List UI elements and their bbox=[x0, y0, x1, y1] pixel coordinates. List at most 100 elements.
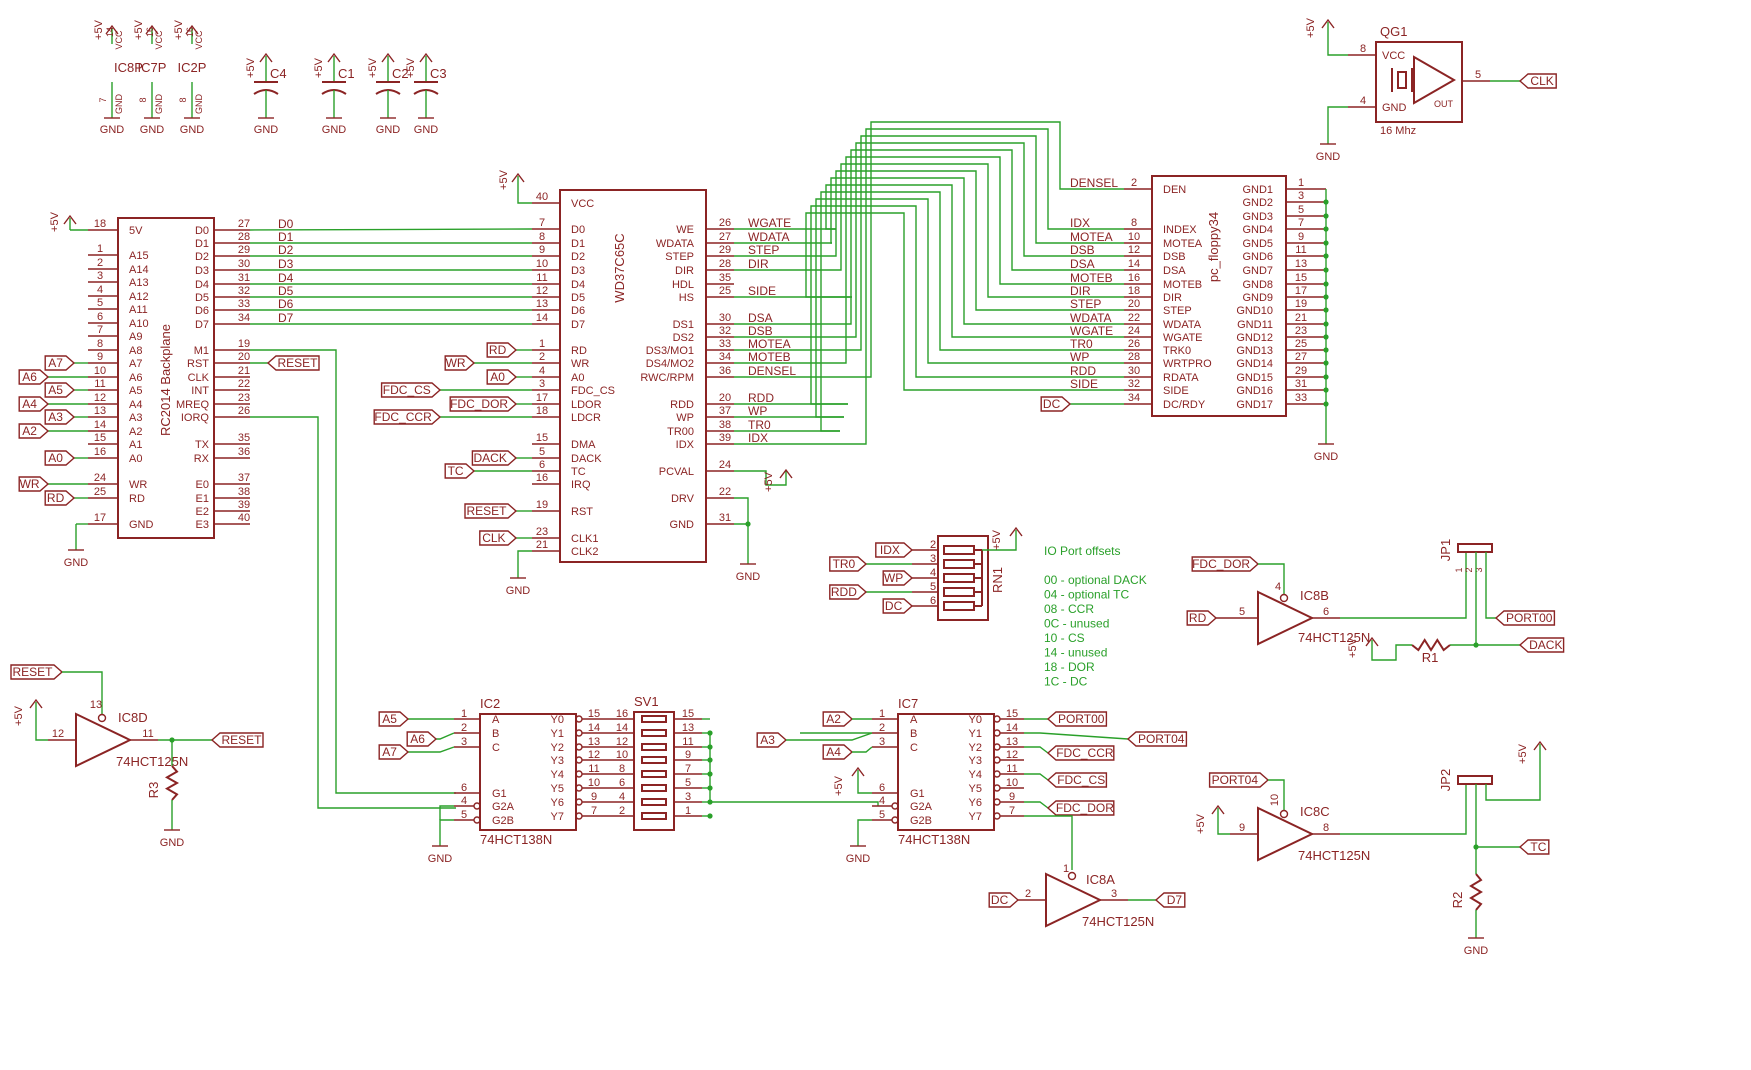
pin-number: 14 bbox=[588, 722, 600, 734]
dc-flag bbox=[1040, 396, 1072, 412]
inversion-bubble bbox=[993, 715, 1001, 723]
pin-number: 26 bbox=[719, 217, 731, 229]
pin-number: 8 bbox=[619, 763, 625, 775]
io-notes-line: 08 - CCR bbox=[1044, 602, 1094, 616]
pin-name: A2 bbox=[129, 426, 142, 438]
pin-name: A4 bbox=[129, 399, 142, 411]
pin-name: WR bbox=[129, 479, 147, 491]
pin-number: 4 bbox=[879, 795, 885, 807]
pin-name: DS4/MO2 bbox=[646, 358, 694, 370]
pin-name: RDATA bbox=[1163, 372, 1199, 384]
vcc-pin-number: 16 bbox=[185, 27, 195, 37]
pin-name: A0 bbox=[129, 453, 142, 465]
fdc-floppy-routing bbox=[734, 121, 1124, 445]
buffer-name: IC8C bbox=[1300, 804, 1330, 819]
inversion-bubble bbox=[473, 816, 481, 824]
resistor-name: R1 bbox=[1422, 650, 1439, 665]
pin-name: GND17 bbox=[1236, 399, 1273, 411]
pin-name: GND bbox=[1382, 102, 1407, 114]
gnd-label: GND bbox=[414, 124, 439, 136]
gnd-label: GND bbox=[160, 837, 185, 849]
fdc-input-flag bbox=[486, 342, 518, 358]
decoder-output-flag bbox=[1126, 731, 1188, 747]
resistor-zigzag bbox=[1411, 638, 1451, 652]
fdc-output-net: MOTEA bbox=[748, 337, 791, 351]
pin-number: 3 bbox=[685, 791, 691, 803]
data-bus-net: D7 bbox=[278, 311, 294, 325]
pin-number: 11 bbox=[588, 763, 599, 775]
pin-name: WDATA bbox=[1163, 319, 1202, 331]
inversion-bubble bbox=[993, 784, 1001, 792]
pin-number: 25 bbox=[719, 285, 731, 297]
pin-name: A11 bbox=[129, 304, 148, 316]
vcc-label: +5V bbox=[763, 471, 775, 492]
decoder-input-flag bbox=[756, 732, 788, 748]
backplane-address-flag: A7 bbox=[48, 356, 63, 370]
pin-number: 40 bbox=[238, 512, 250, 524]
decoder-input-flag: A3 bbox=[760, 733, 775, 747]
vcc-label: +5V bbox=[367, 57, 379, 78]
jumper-name: JP1 bbox=[1438, 539, 1453, 561]
gnd-label: GND bbox=[1316, 151, 1341, 163]
floppy-net: MOTEA bbox=[1070, 230, 1113, 244]
io-notes-line: 18 - DOR bbox=[1044, 660, 1095, 674]
pin-number: 6 bbox=[879, 782, 885, 794]
vcc-label: +5V bbox=[1305, 17, 1317, 38]
pin-number: 13 bbox=[588, 736, 600, 748]
pin-number: 33 bbox=[719, 338, 731, 350]
pin-number: 1 bbox=[461, 708, 467, 720]
pin-number: 11 bbox=[536, 272, 547, 284]
pin-number: 32 bbox=[719, 325, 731, 337]
floppy-net: WDATA bbox=[1070, 311, 1112, 325]
pin-number: 13 bbox=[1006, 736, 1018, 748]
pin-number: 21 bbox=[238, 365, 250, 377]
pin-name: CLK1 bbox=[571, 533, 599, 545]
pin-name: HDL bbox=[672, 279, 694, 291]
pin-number: 39 bbox=[238, 499, 250, 511]
pin-number: 7 bbox=[1298, 217, 1304, 229]
reset-output-flag: RESET bbox=[221, 733, 262, 747]
vcc-pin-number: 16 bbox=[145, 27, 155, 37]
pin-number: 18 bbox=[94, 218, 106, 230]
floppy-name: pc_floppy34 bbox=[1206, 212, 1221, 282]
pin-name: VCC bbox=[571, 198, 594, 210]
pin-name: RD bbox=[571, 345, 587, 357]
vcc-pin-number: 14 bbox=[105, 27, 115, 37]
rn1-flag: RDD bbox=[831, 585, 857, 599]
gnd-label: GND bbox=[376, 124, 401, 136]
io-notes-title: IO Port offsets bbox=[1044, 544, 1120, 558]
pin-number: 22 bbox=[238, 378, 250, 390]
pin-number: 19 bbox=[536, 499, 548, 511]
fdc-output-net: RDD bbox=[748, 391, 774, 405]
gnd-label: GND bbox=[140, 124, 165, 136]
pin-number: 29 bbox=[1295, 365, 1307, 377]
pin-number: 37 bbox=[238, 472, 250, 484]
pin-name: RD bbox=[129, 493, 145, 505]
backplane-address-flag: A0 bbox=[48, 451, 63, 465]
fdc-input-flag bbox=[464, 503, 518, 519]
rc2014-backplane: RC2014 Backplane185V1A152A143A134A125A11… bbox=[18, 211, 320, 569]
gnd-pin-number: 8 bbox=[138, 97, 148, 102]
pin-name: A0 bbox=[571, 372, 584, 384]
gnd-label: GND bbox=[506, 585, 531, 597]
pin-number: 30 bbox=[1128, 365, 1140, 377]
pin-number: 9 bbox=[539, 244, 545, 256]
pin-name: TRK0 bbox=[1163, 345, 1191, 357]
pin-name: G2A bbox=[492, 801, 515, 813]
backplane-address-flag bbox=[44, 450, 76, 466]
pin-name: D2 bbox=[571, 251, 585, 263]
pin-number: 4 bbox=[539, 365, 545, 377]
decoder-input-flag: A2 bbox=[826, 712, 841, 726]
pin-number: 6 bbox=[930, 595, 936, 607]
pin-number: 3 bbox=[97, 270, 103, 282]
pin-name: DIR bbox=[675, 265, 694, 277]
pin-number: 5 bbox=[97, 297, 103, 309]
pin-number: 15 bbox=[94, 432, 106, 444]
inversion-bubble bbox=[993, 743, 1001, 751]
pin-number: 20 bbox=[1128, 298, 1140, 310]
backplane-address-flag bbox=[18, 423, 50, 439]
